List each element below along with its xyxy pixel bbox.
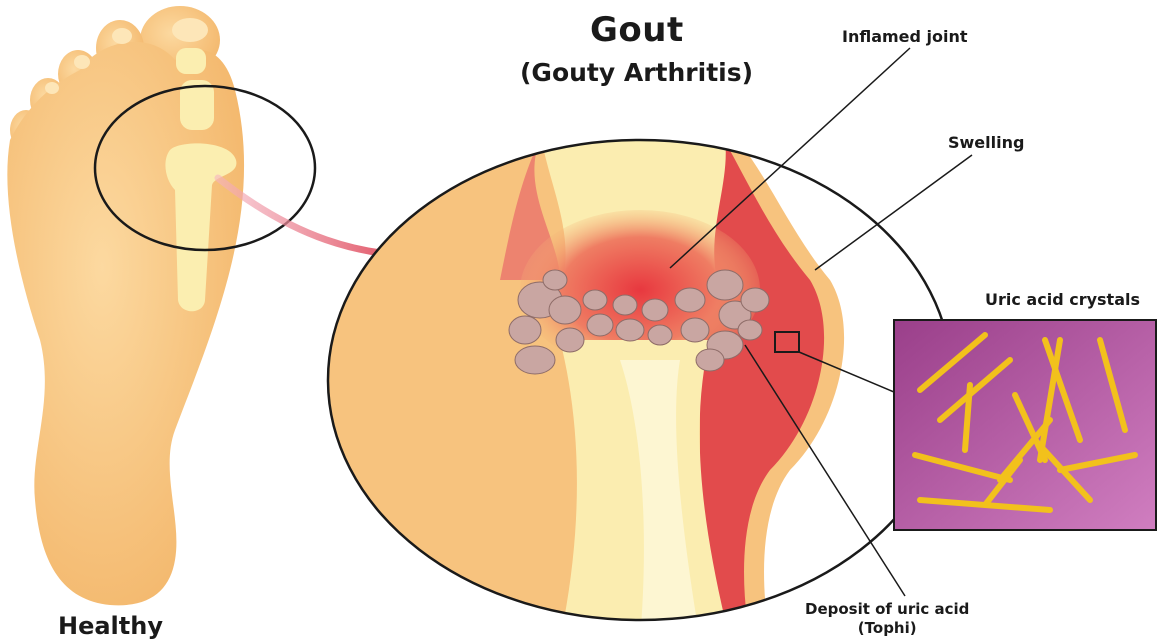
label-inflamed-joint: Inflamed joint [842,27,968,46]
magnified-joint [328,98,960,641]
uric-acid-crystal-panel [894,320,1156,530]
label-deposit-line2: (Tophi) [805,619,969,638]
label-deposit-line1: Deposit of uric acid [805,600,969,619]
page-title: Gout [590,10,684,50]
label-uric-acid-crystals: Uric acid crystals [985,290,1140,309]
healthy-foot [7,6,315,605]
label-deposit: Deposit of uric acid (Tophi) [805,600,969,638]
label-healthy: Healthy [58,612,163,640]
label-swelling: Swelling [948,133,1024,152]
page-subtitle: (Gouty Arthritis) [520,58,753,87]
